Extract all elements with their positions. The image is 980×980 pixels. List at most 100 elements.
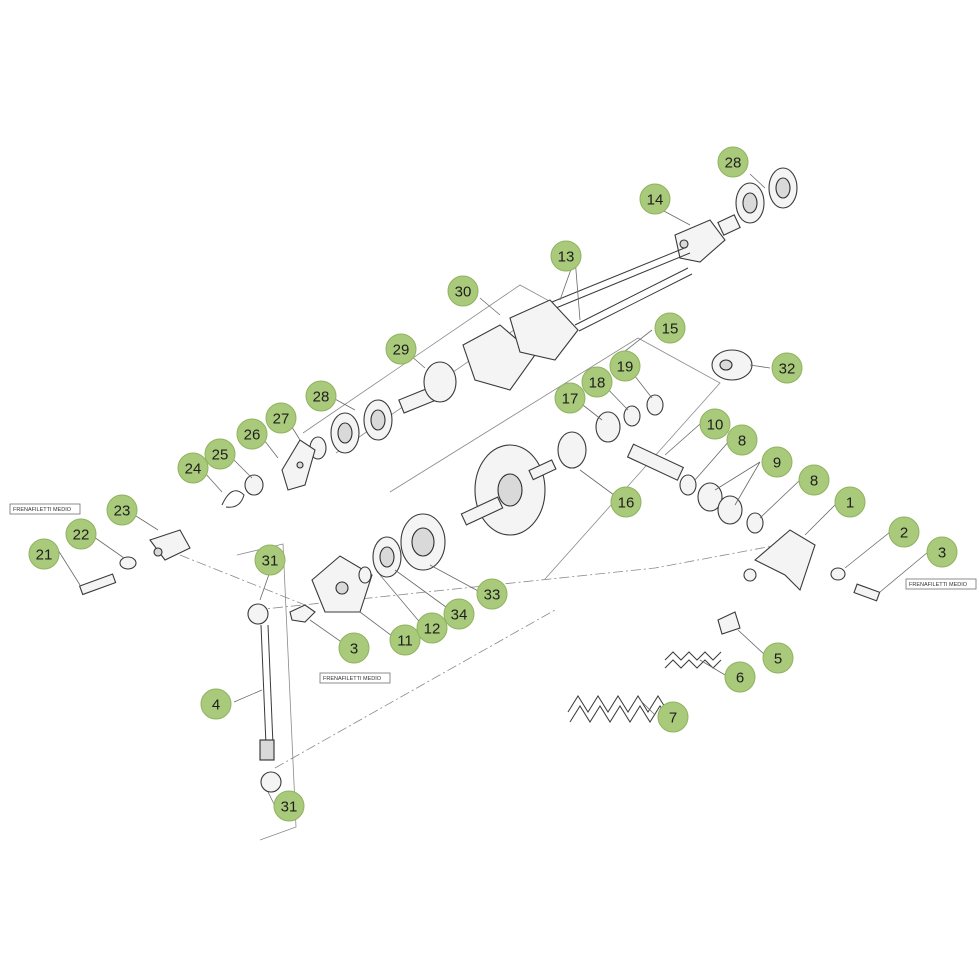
group-box-gear bbox=[389, 337, 721, 580]
callout-label: 1 bbox=[846, 495, 854, 512]
callout-label: 16 bbox=[618, 495, 635, 512]
callout-28: 28 bbox=[717, 146, 749, 178]
bolt-3-right bbox=[853, 583, 881, 602]
callout-27: 27 bbox=[265, 402, 297, 434]
callout-label: 3 bbox=[350, 641, 358, 658]
callout-label: 12 bbox=[424, 621, 441, 638]
callout-24: 24 bbox=[177, 452, 209, 484]
ring-18 bbox=[623, 405, 641, 427]
washer-8b bbox=[746, 512, 764, 534]
bearing-28-mid bbox=[309, 399, 393, 460]
callout-circle bbox=[654, 312, 686, 344]
callout-circle bbox=[717, 146, 749, 178]
callout-circle bbox=[106, 494, 138, 526]
callout-33: 33 bbox=[476, 578, 508, 610]
callout-label: 24 bbox=[185, 461, 202, 478]
pivot-5 bbox=[717, 611, 741, 635]
callout-circle bbox=[724, 661, 756, 693]
callout-21: 21 bbox=[28, 538, 60, 570]
callout-23: 23 bbox=[106, 494, 138, 526]
callout-circle bbox=[389, 624, 421, 656]
shaft-10 bbox=[626, 443, 685, 481]
callout-label: 26 bbox=[244, 427, 261, 444]
callout-circle bbox=[762, 642, 794, 674]
callout-circle bbox=[699, 408, 731, 440]
washer-2 bbox=[830, 567, 846, 581]
callout-14: 14 bbox=[639, 183, 671, 215]
callout-circle bbox=[204, 438, 236, 470]
callout-circle bbox=[726, 424, 758, 456]
callout-label: 19 bbox=[617, 359, 634, 376]
callout-label: 32 bbox=[779, 361, 796, 378]
callout-15: 15 bbox=[654, 312, 686, 344]
shaft-29 bbox=[398, 361, 457, 414]
lever-plate-27 bbox=[281, 439, 316, 491]
bolt-21 bbox=[78, 573, 117, 596]
callout-circle bbox=[177, 452, 209, 484]
callout-label: 13 bbox=[558, 249, 575, 266]
callout-circle bbox=[834, 486, 866, 518]
callout-circle bbox=[550, 240, 582, 272]
callout-circle bbox=[28, 538, 60, 570]
callout-circle bbox=[581, 366, 613, 398]
callout-label: 28 bbox=[313, 389, 330, 406]
callout-circle bbox=[305, 380, 337, 412]
callout-label: 6 bbox=[736, 670, 744, 687]
callout-circle bbox=[416, 612, 448, 644]
callout-circle bbox=[610, 486, 642, 518]
callout-label: 28 bbox=[725, 155, 742, 172]
callout-12: 12 bbox=[416, 612, 448, 644]
bracket-23 bbox=[149, 529, 191, 561]
callout-31: 31 bbox=[273, 790, 305, 822]
callout-label: 27 bbox=[273, 411, 290, 428]
callout-circle bbox=[554, 382, 586, 414]
bearing-34 bbox=[358, 536, 402, 584]
callout-22: 22 bbox=[65, 518, 97, 550]
callout-label: 11 bbox=[397, 633, 413, 650]
callout-label: 23 bbox=[114, 503, 131, 520]
axis-line-3 bbox=[179, 554, 306, 606]
bearing-28-top bbox=[735, 167, 798, 224]
callout-4: 4 bbox=[200, 688, 232, 720]
spring-7 bbox=[567, 695, 671, 723]
callout-label: 22 bbox=[73, 527, 90, 544]
callout-label: 30 bbox=[455, 284, 472, 301]
pins-13 bbox=[551, 246, 693, 332]
callout-17: 17 bbox=[554, 382, 586, 414]
callout-2: 2 bbox=[888, 516, 920, 548]
callout-circle bbox=[200, 688, 232, 720]
svg-text:FRENAFILETTI MEDIO: FRENAFILETTI MEDIO bbox=[909, 582, 968, 588]
needle-bearing-9 bbox=[697, 482, 743, 525]
callout-5: 5 bbox=[762, 642, 794, 674]
svg-text:FRENAFILETTI MEDIO: FRENAFILETTI MEDIO bbox=[13, 507, 72, 513]
callout-circle bbox=[476, 578, 508, 610]
bushing-25 bbox=[244, 474, 264, 496]
callout-circle bbox=[798, 464, 830, 496]
callout-circle bbox=[254, 544, 286, 576]
callout-label: 31 bbox=[281, 799, 298, 816]
callout-label: 2 bbox=[900, 525, 908, 542]
callout-circle bbox=[65, 518, 97, 550]
callout-8: 8 bbox=[726, 424, 758, 456]
callout-label: 3 bbox=[938, 545, 946, 562]
callout-label: 17 bbox=[562, 391, 579, 408]
bearing-33 bbox=[400, 513, 446, 571]
callout-18: 18 bbox=[581, 366, 613, 398]
callout-1: 1 bbox=[834, 486, 866, 518]
gear-plate-11 bbox=[289, 555, 373, 623]
callout-3: 3 bbox=[338, 632, 370, 664]
callout-31: 31 bbox=[254, 544, 286, 576]
callout-label: 4 bbox=[212, 697, 220, 714]
callout-circle bbox=[888, 516, 920, 548]
cam-14 bbox=[674, 214, 741, 263]
gear-16 bbox=[460, 431, 587, 536]
callout-layer: 1233456788910111213141516171819212223242… bbox=[28, 146, 958, 822]
link-rod-4 bbox=[247, 603, 282, 793]
callout-13: 13 bbox=[550, 240, 582, 272]
washer-17 bbox=[595, 411, 621, 443]
callout-3: 3 bbox=[926, 536, 958, 568]
svg-text:FRENAFILETTI MEDIO: FRENAFILETTI MEDIO bbox=[323, 676, 382, 682]
callout-circle bbox=[265, 402, 297, 434]
callout-label: 21 bbox=[36, 547, 53, 564]
